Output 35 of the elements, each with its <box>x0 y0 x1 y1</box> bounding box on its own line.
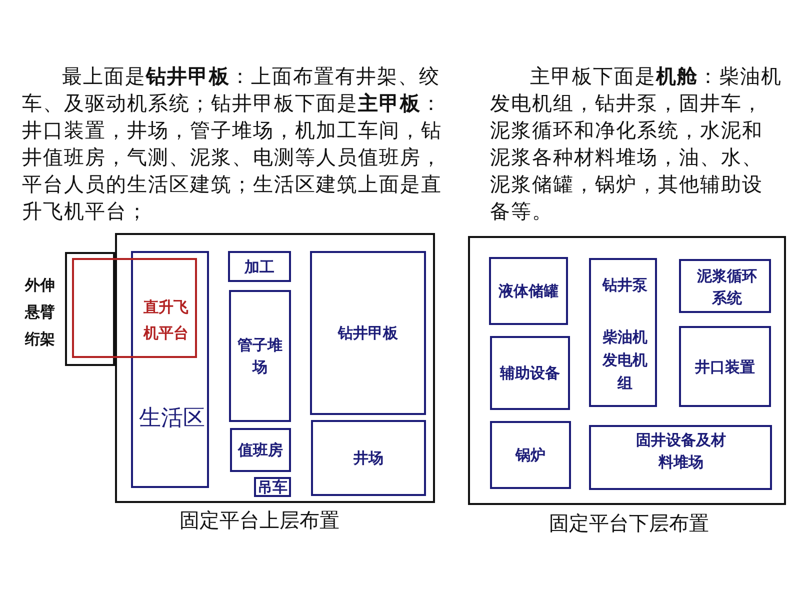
area-box <box>131 251 209 488</box>
side-label: 外伸悬臂绗架 <box>25 275 56 350</box>
area-box <box>589 425 772 490</box>
area-box <box>230 428 291 472</box>
area-box <box>311 420 426 496</box>
layout-caption: 固定平台下层布置 <box>548 510 710 537</box>
area-label: 直升飞机平台 <box>142 297 190 344</box>
area-label: 锅炉 <box>514 445 546 466</box>
helipad-box <box>72 258 197 358</box>
description-paragraph: 主甲板下面是机舱：柴油机发电机组，钻井泵，固井车，泥浆循环和净化系统，水泥和泥浆各种材料堆场，油、水、泥浆储罐，锅炉，其他辅助设备等。 <box>490 63 782 225</box>
area-label: 柴油机发电机组 <box>601 327 648 394</box>
area-label: 钻井泵 <box>601 275 648 296</box>
area-label: 液体储罐 <box>498 281 560 302</box>
area-label: 钻井甲板 <box>336 323 399 344</box>
area-label: 吊车 <box>256 477 288 498</box>
area-label: 辅助设备 <box>498 363 561 384</box>
area-label: 加工 <box>243 256 276 278</box>
area-label: 固井设备及材料堆场 <box>635 430 727 473</box>
area-box <box>679 259 771 313</box>
area-box <box>489 257 568 325</box>
area-box <box>229 290 291 422</box>
area-label: 管子堆场 <box>236 335 284 378</box>
area-box <box>228 251 291 282</box>
area-box <box>490 421 571 489</box>
area-label: 井场 <box>352 448 384 469</box>
area-box <box>310 251 426 415</box>
area-box <box>589 258 657 407</box>
area-label: 井口装置 <box>694 356 756 378</box>
area-label: 值班房 <box>236 440 284 461</box>
area-label: 泥浆循环系统 <box>696 266 758 309</box>
description-paragraph: 最上面是钻井甲板：上面布置有井架、绞车、及驱动机系统；钻井甲板下面是主甲板：井口装置，井场，管子堆场，机加工车间，钻井值班房，气测、泥浆、电测等人员值班房，平台人员的生活区建筑；生活区建筑上面是直升飞机平台； <box>22 63 443 225</box>
area-label: 生活区 <box>138 408 206 430</box>
layout-caption: 固定平台上层布置 <box>178 507 340 534</box>
area-box <box>490 336 570 410</box>
area-box <box>679 326 771 407</box>
